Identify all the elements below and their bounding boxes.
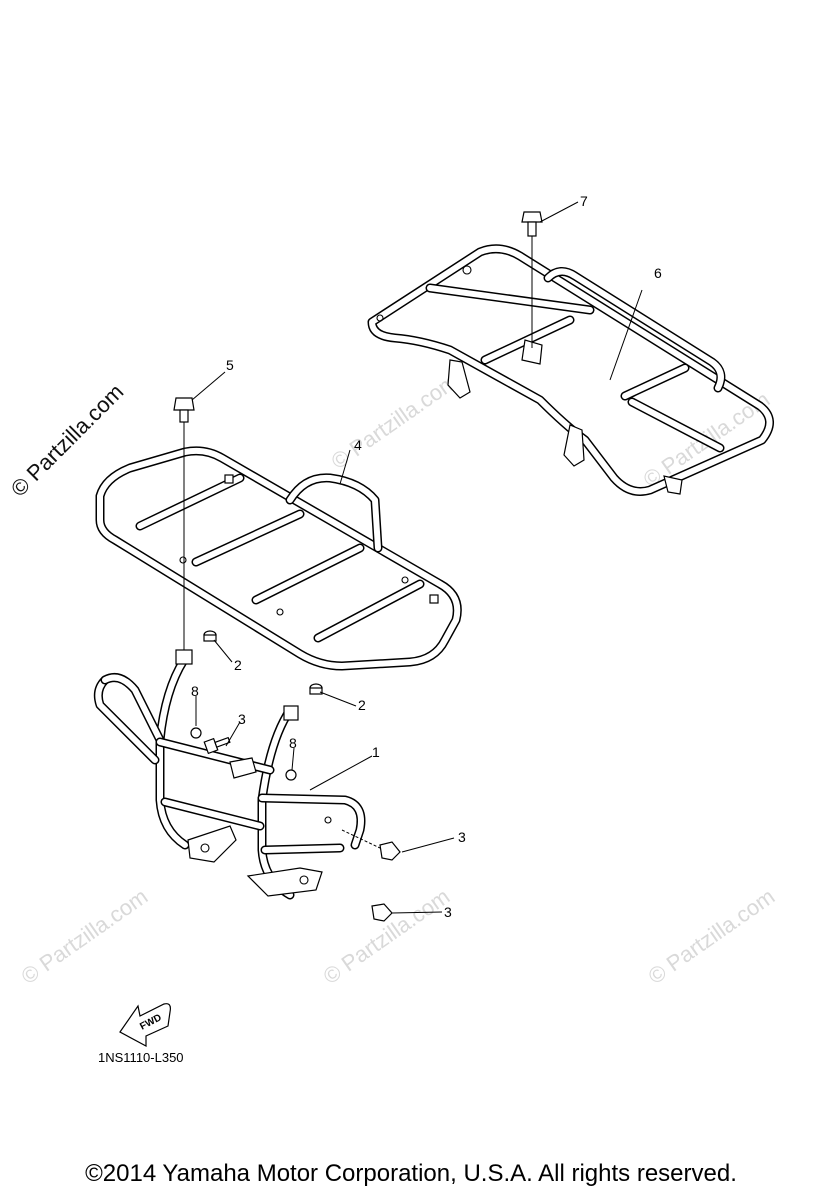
callout-7: 7 [580, 193, 588, 209]
callout-2: 2 [234, 657, 242, 673]
bolt-part-3 [203, 736, 401, 922]
watermark-faint: © Partzilla.com [327, 369, 463, 475]
bolt-part-8 [190, 727, 297, 781]
rear-carrier-part-6 [367, 244, 774, 496]
diagram-code: 1NS1110-L350 [98, 1050, 184, 1065]
copyright-notice: ©2014 Yamaha Motor Corporation, U.S.A. A… [85, 1160, 737, 1187]
callout-8: 8 [191, 683, 199, 699]
watermark-faint: © Partzilla.com [319, 884, 455, 990]
bolt-part-5 [173, 397, 195, 652]
callout-3: 3 [458, 829, 466, 845]
front-guard-part-1 [93, 649, 366, 900]
bolt-part-7 [521, 211, 543, 348]
grommet-part-2 [203, 630, 323, 695]
callout-8: 8 [289, 735, 297, 751]
callout-4: 4 [354, 437, 362, 453]
leader-lines [191, 201, 643, 914]
callout-5: 5 [226, 357, 234, 373]
watermark-faint: © Partzilla.com [17, 884, 153, 990]
watermark-faint: © Partzilla.com [644, 884, 780, 990]
front-carrier-part-4 [95, 446, 462, 671]
callout-2: 2 [358, 697, 366, 713]
fwd-arrow-icon: FWD [119, 1003, 171, 1048]
callout-6: 6 [654, 265, 662, 281]
callout-1: 1 [372, 744, 380, 760]
callout-3: 3 [238, 711, 246, 727]
callout-3: 3 [444, 904, 452, 920]
